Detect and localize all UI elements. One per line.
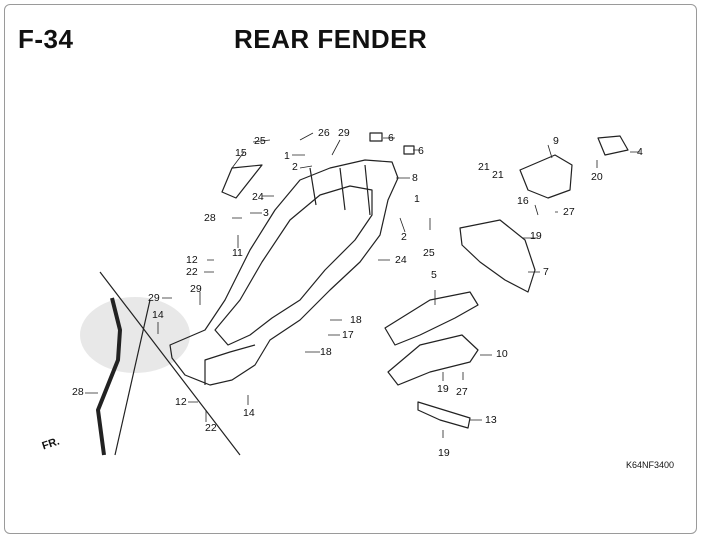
callout-2: 2: [292, 161, 298, 173]
callout-5: 5: [431, 269, 437, 281]
callout-25: 26: [318, 127, 330, 139]
part-9-part: [519, 154, 573, 199]
callout-29: 29: [338, 127, 350, 139]
callout-3: 3: [263, 207, 269, 219]
callout-29b: 29: [190, 283, 202, 295]
callout-4: 4: [637, 146, 643, 158]
part-13-bracket: [417, 401, 471, 429]
callout-24b: 25: [423, 247, 435, 259]
part-15-band: [221, 164, 263, 199]
callout-21b: 21: [492, 169, 504, 181]
callout-18: 18: [350, 314, 362, 326]
callout-6: 6: [388, 132, 394, 144]
callout-27: 28: [204, 212, 216, 224]
watermark: [80, 297, 190, 373]
callout-22b: 22: [205, 422, 217, 434]
part-10-cover: [387, 334, 479, 386]
callout-29c: 29: [148, 292, 160, 304]
callout-12: 12: [186, 254, 198, 266]
page-code: F-34: [18, 24, 74, 54]
callout-11: 11: [232, 247, 243, 259]
rear-fender-body: [169, 159, 399, 386]
callout-1b: 1: [414, 193, 420, 205]
callout-26: 27: [563, 206, 575, 218]
callout-23: 24: [252, 191, 264, 203]
diagram-id: K64NF3400: [626, 460, 675, 470]
callout-15: 15: [235, 147, 247, 159]
callout-17: 16: [517, 195, 529, 207]
callout-2b: 2: [401, 231, 407, 243]
callout-8: 8: [412, 172, 418, 184]
callout-1: 1: [284, 150, 290, 162]
callout-25b: 27: [456, 386, 468, 398]
part-28-rod: [96, 297, 122, 456]
callout-19: 19: [437, 383, 449, 395]
part-7-bracket: [459, 219, 536, 293]
part-4-plate: [597, 135, 629, 156]
callout-12b: 12: [175, 396, 187, 408]
callout-19b: 19: [438, 447, 450, 459]
callout-9: 9: [553, 135, 559, 147]
callout-14: 14: [152, 309, 164, 321]
callout-6b: 6: [418, 145, 424, 157]
page-border: [4, 4, 697, 534]
page-title: REAR FENDER: [234, 24, 428, 54]
callout-20: 20: [591, 171, 603, 183]
part-5-cover: [384, 291, 479, 346]
callout-13: 13: [485, 414, 497, 426]
callout-19c: 19: [530, 230, 542, 242]
callout-22: 22: [186, 266, 198, 278]
callout-18b: 18: [320, 346, 332, 358]
callout-23b: 24: [395, 254, 407, 266]
callout-28: 28: [72, 386, 84, 398]
callout-16: 17: [342, 329, 354, 341]
callout-7: 7: [543, 266, 549, 278]
callout-21: 21: [478, 161, 490, 173]
callout-10: 10: [496, 348, 508, 360]
callout-24: 25: [254, 135, 266, 147]
callout-14b: 14: [243, 407, 255, 419]
